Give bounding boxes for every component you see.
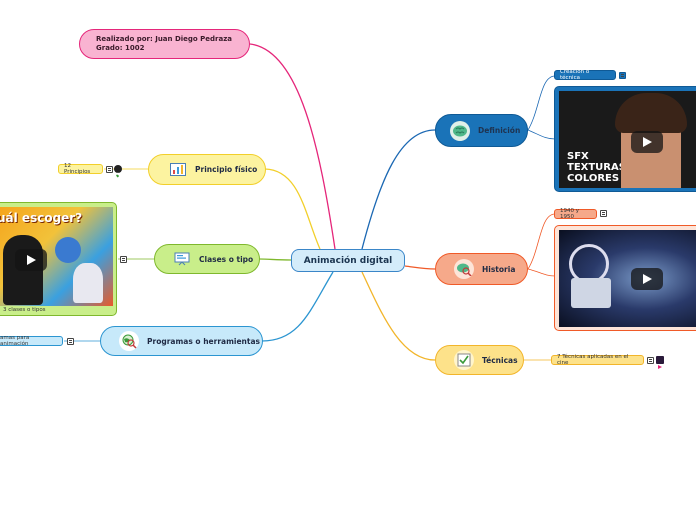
topic-tecnicas-label: Técnicas	[482, 355, 518, 365]
play-icon[interactable]	[631, 131, 663, 153]
projector-figure	[571, 278, 611, 308]
author-name: Realizado por: Juan Diego Pedraza	[96, 35, 233, 43]
chart-icon	[169, 163, 187, 177]
subtopic-7-tecnicas[interactable]: 7 Técnicas aplicadas en el cine	[551, 354, 644, 366]
topic-clases-tipo-label: Clases o tipo	[199, 254, 254, 264]
topic-tecnicas[interactable]: Técnicas	[435, 345, 524, 375]
subtopic-12-principios[interactable]: 12 Principios	[58, 163, 103, 175]
video-thumbnail[interactable]	[559, 230, 696, 327]
central-topic[interactable]: Animación digital	[291, 249, 405, 272]
character-figure	[73, 263, 103, 303]
topic-principio-fisico[interactable]: Principio físico	[148, 154, 266, 185]
topic-programas-herramientas[interactable]: Programas o herramientas	[100, 326, 263, 356]
globe-icon[interactable]	[114, 165, 122, 180]
presentation-icon	[173, 252, 191, 266]
globe-search-icon	[119, 331, 139, 351]
video-thumbnail[interactable]: SFX TEXTURAS COLORES	[559, 91, 696, 188]
note-icon[interactable]	[619, 72, 626, 79]
topic-principio-fisico-label: Principio físico	[195, 165, 258, 174]
video-thumbnail[interactable]: uál escoger?	[0, 207, 113, 306]
checklist-icon	[454, 350, 474, 370]
video-title-text: SFX TEXTURAS COLORES	[567, 151, 626, 184]
character-figure	[55, 237, 81, 263]
note-icon[interactable]	[106, 166, 113, 173]
note-icon[interactable]	[120, 256, 127, 263]
play-icon[interactable]	[15, 249, 47, 271]
brain-icon	[450, 120, 470, 141]
subtopic-creacion-tecnica[interactable]: Creación o técnica	[554, 69, 616, 81]
author-topic[interactable]: Realizado por: Juan Diego Pedraza Grado:…	[79, 29, 250, 59]
video-card-historia[interactable]	[554, 225, 696, 331]
central-topic-label: Animación digital	[303, 255, 393, 266]
topic-definicion-label: Definición	[478, 126, 521, 135]
brain-search-icon	[454, 259, 474, 279]
subtopic-3-clases[interactable]: 3 clases o tipos	[3, 307, 46, 313]
topic-historia[interactable]: Historia	[435, 253, 528, 285]
topic-programas-herramientas-label: Programas o herramientas	[147, 336, 260, 346]
note-icon[interactable]	[600, 210, 607, 217]
video-card-definicion[interactable]: SFX TEXTURAS COLORES	[554, 86, 696, 192]
topic-definicion[interactable]: Definición	[435, 114, 528, 147]
topic-clases-tipo[interactable]: Clases o tipo	[154, 244, 260, 274]
note-icon[interactable]	[647, 357, 654, 364]
author-grade: Grado: 1002	[96, 44, 145, 52]
topic-historia-label: Historia	[482, 264, 516, 274]
video-card-clases[interactable]: uál escoger? 3 clases o tipos	[0, 202, 117, 316]
video-title-text: uál escoger?	[0, 211, 83, 225]
hair-shape	[615, 93, 687, 133]
subtopic-programas-animacion[interactable]: amas para animación	[0, 335, 63, 347]
note-icon[interactable]	[67, 338, 74, 345]
video-link-icon[interactable]	[656, 356, 664, 369]
subtopic-1940-1950[interactable]: 1940 y 1950	[554, 208, 597, 220]
play-icon[interactable]	[631, 268, 663, 290]
